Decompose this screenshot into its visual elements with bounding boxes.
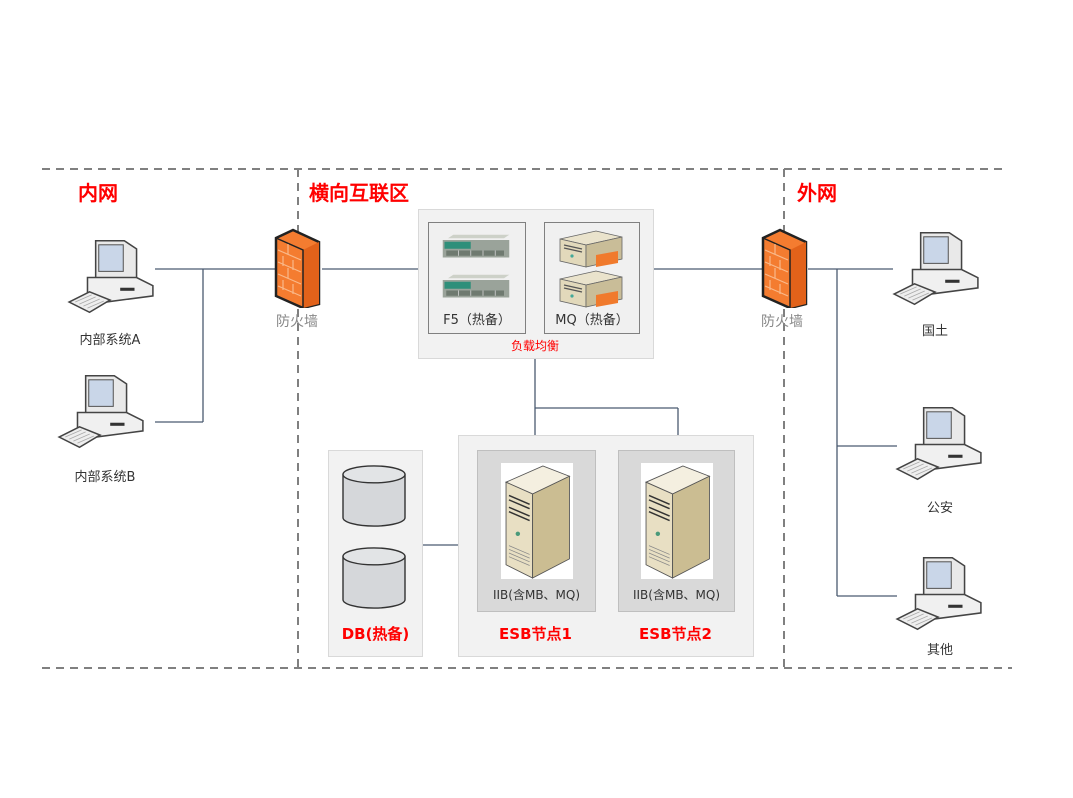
- mq-box[interactable]: MQ（热备）: [544, 222, 640, 334]
- esb-node-1-caption: IIB(含MB、MQ): [492, 588, 581, 602]
- esb-node-2[interactable]: IIB(含MB、MQ): [618, 450, 735, 612]
- server-box-icon: [555, 229, 627, 269]
- firewall-right[interactable]: [760, 228, 810, 308]
- esb-node-2-caption: IIB(含MB、MQ): [632, 588, 721, 602]
- esb-node-1-title: ESB节点1: [499, 625, 572, 643]
- esb-node-2-title: ESB节点2: [639, 625, 712, 643]
- f5-label: F5（热备）: [443, 313, 511, 328]
- firewall-left-label: 防火墙: [276, 314, 318, 330]
- external-other-node[interactable]: [893, 555, 985, 633]
- rack-appliance-icon: [441, 273, 511, 301]
- desktop-computer-icon: [893, 555, 985, 633]
- zone-title-interconnect: 横向互联区: [309, 181, 409, 205]
- external-gongan-node[interactable]: [893, 405, 985, 483]
- firewall-icon: [273, 228, 323, 308]
- zone-title-extranet: 外网: [797, 181, 837, 205]
- zone-title-intranet: 内网: [78, 181, 118, 205]
- tower-server-icon: [640, 463, 714, 581]
- tower-server-icon: [500, 463, 574, 581]
- firewall-icon: [760, 228, 810, 308]
- external-other-label: 其他: [926, 643, 953, 658]
- desktop-computer-icon: [890, 230, 982, 308]
- esb-node-1[interactable]: IIB(含MB、MQ): [477, 450, 596, 612]
- system-a-node[interactable]: [65, 238, 157, 316]
- desktop-computer-icon: [55, 373, 147, 451]
- mq-label: MQ（热备）: [555, 313, 629, 328]
- system-b-label: 内部系统B: [74, 470, 136, 485]
- rack-appliance-icon: [441, 233, 511, 261]
- firewall-right-label: 防火墙: [761, 314, 803, 330]
- external-gongan-label: 公安: [926, 501, 953, 516]
- external-guotu-node[interactable]: [890, 230, 982, 308]
- server-box-icon: [555, 269, 627, 309]
- system-b-node[interactable]: [55, 373, 147, 451]
- external-guotu-label: 国土: [921, 324, 948, 339]
- desktop-computer-icon: [65, 238, 157, 316]
- database-label: DB(热备): [341, 625, 410, 643]
- desktop-computer-icon: [893, 405, 985, 483]
- f5-box[interactable]: F5（热备）: [428, 222, 526, 334]
- database-panel[interactable]: DB(热备): [328, 450, 423, 657]
- database-cylinder-icon: [341, 547, 407, 609]
- firewall-left[interactable]: [273, 228, 323, 308]
- database-cylinder-icon: [341, 465, 407, 527]
- load-balancer-title: 负载均衡: [510, 339, 559, 353]
- system-a-label: 内部系统A: [79, 333, 141, 348]
